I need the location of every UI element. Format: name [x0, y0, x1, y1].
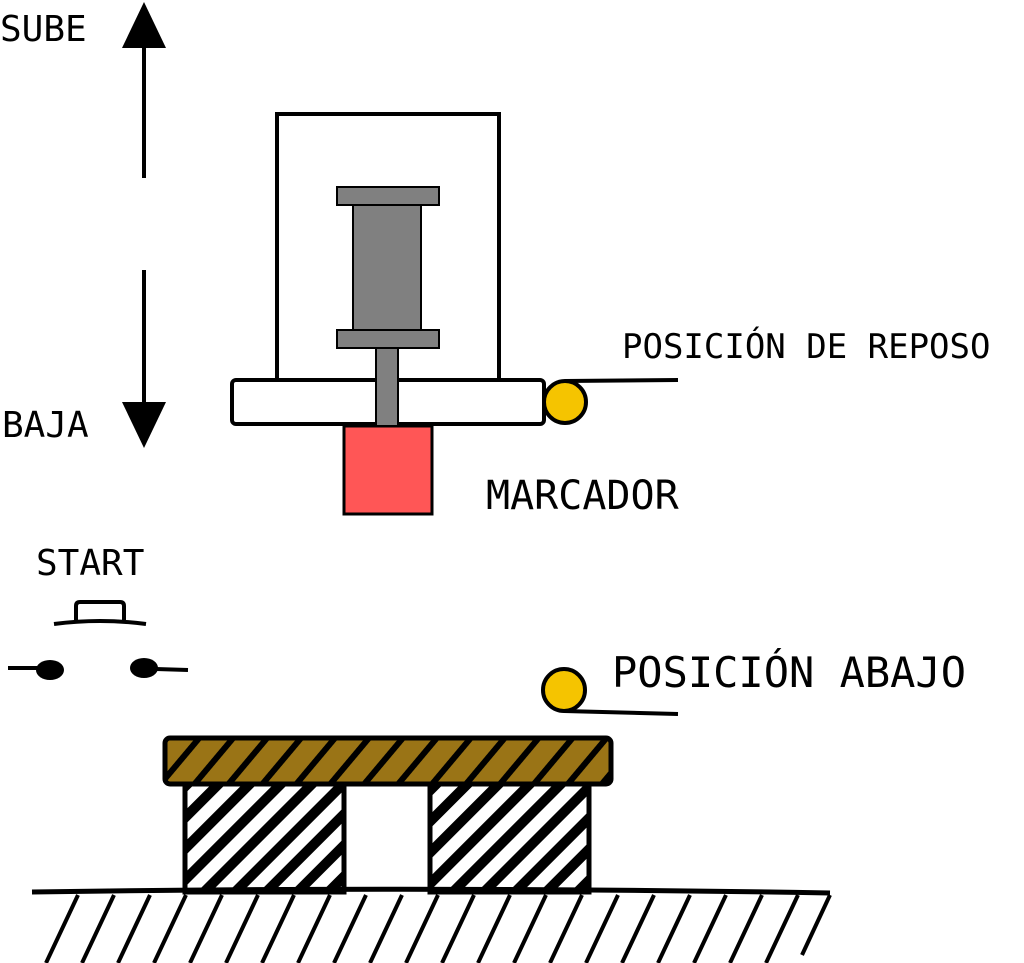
start-pushbutton-icon: [8, 600, 189, 680]
marker-block: [342, 424, 434, 516]
cylinder: [336, 186, 440, 349]
workpiece: [162, 735, 614, 787]
arrow-up-icon: [122, 2, 166, 178]
sensor-icon: [542, 378, 679, 425]
label-down: BAJA: [2, 405, 89, 446]
support-right: [427, 781, 592, 895]
sensor-icon: [541, 667, 679, 716]
label-down-position: POSICIÓN ABAJO: [612, 648, 967, 697]
arrow-down-icon: [122, 270, 166, 448]
ground-hatch-icon: [31, 886, 832, 963]
label-start: START: [36, 543, 145, 584]
label-rest-position: POSICIÓN DE REPOSO: [622, 327, 991, 367]
support-left: [182, 781, 347, 895]
label-marker: MARCADOR: [486, 473, 679, 519]
piston-rod: [375, 347, 399, 427]
label-up: SUBE: [0, 9, 87, 50]
